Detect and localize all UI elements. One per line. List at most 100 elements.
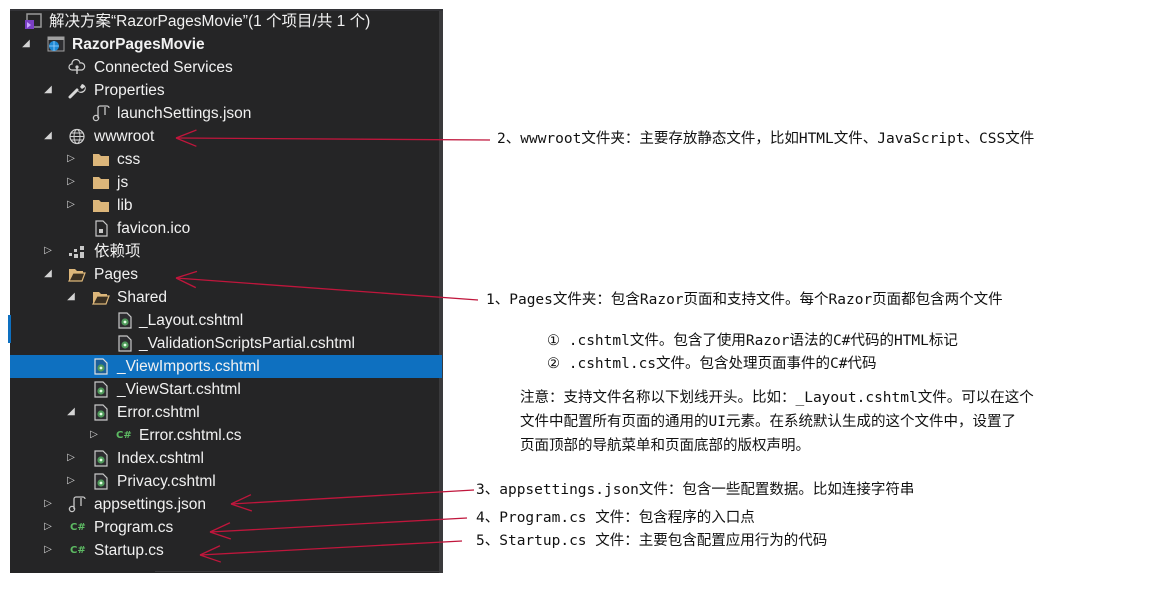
tree-item-label: Program.cs	[94, 519, 174, 536]
tree-item-label: 依赖项	[94, 243, 141, 260]
tree-item-privacy-cshtml[interactable]: ▷ Privacy.cshtml	[10, 470, 439, 493]
expanded-arrow-icon[interactable]: ◢	[44, 84, 52, 95]
annotation-appsettings: 3、appsettings.json文件：包含一些配置数据。比如连接字符串	[476, 482, 915, 498]
expanded-arrow-icon[interactable]: ◢	[22, 38, 30, 49]
tree-item-label: _ViewImports.cshtml	[117, 358, 260, 375]
tree-item-label: wwwroot	[94, 128, 155, 145]
vertical-scrollbar[interactable]	[439, 11, 443, 573]
tree-item-label: css	[117, 151, 141, 168]
expanded-arrow-icon[interactable]: ◢	[67, 291, 75, 302]
tree-item-project[interactable]: ◢ RazorPagesMovie	[10, 33, 439, 56]
tree-item-label: Startup.cs	[94, 542, 164, 559]
annotation-note-line-3: 页面顶部的导航菜单和页面底部的版权声明。	[520, 438, 810, 454]
json-settings-icon	[92, 105, 110, 122]
razor-file-icon	[92, 381, 110, 398]
tree-item-label: RazorPagesMovie	[72, 36, 205, 53]
annotation-note-line-2: 文件中配置所有页面的通用的UI元素。在系统默认生成的这个文件中，设置了	[520, 414, 1016, 430]
web-project-icon	[47, 36, 65, 53]
razor-file-icon	[92, 450, 110, 467]
json-settings-icon	[68, 496, 86, 513]
collapsed-arrow-icon[interactable]: ▷	[44, 245, 52, 256]
tree-item-viewimports-cshtml[interactable]: _ViewImports.cshtml	[10, 355, 442, 378]
tree-item-dependencies[interactable]: ▷ 依赖项	[10, 240, 439, 263]
tree-item-label: Privacy.cshtml	[117, 473, 216, 490]
tree-item-label: _Layout.cshtml	[139, 312, 244, 329]
wrench-icon	[68, 82, 86, 99]
collapsed-arrow-icon[interactable]: ▷	[67, 475, 75, 486]
tree-item-label: lib	[117, 197, 133, 214]
tree-item-connected-services[interactable]: Connected Services	[10, 56, 439, 79]
tree-item-lib[interactable]: ▷ lib	[10, 194, 439, 217]
tree-item-label: js	[117, 174, 129, 191]
tree-item-launchsettings[interactable]: launchSettings.json	[10, 102, 439, 125]
razor-file-icon	[92, 358, 110, 375]
collapsed-arrow-icon[interactable]: ▷	[67, 452, 75, 463]
annotation-startup: 5、Startup.cs 文件：主要包含配置应用行为的代码	[476, 533, 828, 549]
tree-item-label: Error.cshtml.cs	[139, 427, 242, 444]
annotation-pages-item-2: ② .cshtml.cs文件。包含处理页面事件的C#代码	[547, 356, 877, 372]
folder-open-icon	[92, 289, 110, 306]
tree-item-label: Index.cshtml	[117, 450, 205, 467]
tree-item-validation-scripts-partial[interactable]: _ValidationScriptsPartial.cshtml	[10, 332, 439, 355]
tree-item-label: favicon.ico	[117, 220, 191, 237]
tree-item-index-cshtml[interactable]: ▷ Index.cshtml	[10, 447, 439, 470]
collapsed-arrow-icon[interactable]: ▷	[67, 176, 75, 187]
tree-item-program-cs[interactable]: ▷ C# Program.cs	[10, 516, 439, 539]
annotation-pages-item-1: ① .cshtml文件。包含了使用Razor语法的C#代码的HTML标记	[547, 333, 958, 349]
tree-item-label: Shared	[117, 289, 167, 306]
tree-item-label: Pages	[94, 266, 138, 283]
tree-item-shared[interactable]: ◢ Shared	[10, 286, 439, 309]
collapsed-arrow-icon[interactable]: ▷	[44, 544, 52, 555]
dependencies-icon	[68, 243, 86, 260]
expanded-arrow-icon[interactable]: ◢	[67, 406, 75, 417]
csharp-file-icon: C#	[116, 430, 132, 441]
folder-icon	[92, 174, 110, 191]
collapsed-arrow-icon[interactable]: ▷	[67, 199, 75, 210]
globe-icon	[68, 128, 86, 145]
folder-open-icon	[68, 266, 86, 283]
tree-item-label: _ValidationScriptsPartial.cshtml	[139, 335, 355, 352]
annotation-note-line-1: 注意：支持文件名称以下划线开头。比如：_Layout.cshtml文件。可以在这…	[520, 390, 1034, 406]
collapsed-arrow-icon[interactable]: ▷	[90, 429, 98, 440]
csharp-file-icon: C#	[70, 522, 86, 533]
tree-item-label: launchSettings.json	[117, 105, 252, 122]
razor-file-icon	[116, 335, 134, 352]
annotation-pages: 1、Pages文件夹：包含Razor页面和支持文件。每个Razor页面都包含两个…	[486, 292, 1003, 308]
tree-item-label: Error.cshtml	[117, 404, 200, 421]
folder-icon	[92, 151, 110, 168]
tree-item-label: _ViewStart.cshtml	[117, 381, 241, 398]
tree-item-wwwroot[interactable]: ◢ wwwroot	[10, 125, 439, 148]
tree-item-solution[interactable]: 解决方案“RazorPagesMovie”(1 个项目/共 1 个)	[10, 10, 439, 33]
tree-item-properties[interactable]: ◢ Properties	[10, 79, 439, 102]
collapsed-arrow-icon[interactable]: ▷	[44, 521, 52, 532]
collapsed-arrow-icon[interactable]: ▷	[44, 498, 52, 509]
tree-item-viewstart-cshtml[interactable]: _ViewStart.cshtml	[10, 378, 439, 401]
csharp-file-icon: C#	[70, 545, 86, 556]
tree-item-error-cshtml[interactable]: ◢ Error.cshtml	[10, 401, 439, 424]
tree-item-pages[interactable]: ◢ Pages	[10, 263, 439, 286]
tree-item-label: appsettings.json	[94, 496, 207, 513]
annotation-program: 4、Program.cs 文件：包含程序的入口点	[476, 510, 755, 526]
tree-item-startup-cs[interactable]: ▷ C# Startup.cs	[10, 539, 439, 562]
tree-item-appsettings-json[interactable]: ▷ appsettings.json	[10, 493, 439, 516]
file-icon	[92, 220, 110, 237]
panel-bottom-divider	[155, 571, 443, 572]
tree-item-js[interactable]: ▷ js	[10, 171, 439, 194]
razor-file-icon	[116, 312, 134, 329]
solution-icon	[24, 13, 42, 30]
tree-item-layout-cshtml[interactable]: _Layout.cshtml	[10, 309, 439, 332]
folder-icon	[92, 197, 110, 214]
razor-file-icon	[92, 404, 110, 421]
connected-services-icon	[68, 58, 86, 76]
collapsed-arrow-icon[interactable]: ▷	[67, 153, 75, 164]
annotation-wwwroot: 2、wwwroot文件夹：主要存放静态文件，比如HTML文件、JavaScrip…	[497, 131, 1035, 147]
tree-item-favicon[interactable]: favicon.ico	[10, 217, 439, 240]
tree-item-css[interactable]: ▷ css	[10, 148, 439, 171]
tree-item-label: Properties	[94, 82, 165, 99]
tree-item-label: 解决方案“RazorPagesMovie”(1 个项目/共 1 个)	[49, 13, 371, 30]
expanded-arrow-icon[interactable]: ◢	[44, 130, 52, 141]
razor-file-icon	[92, 473, 110, 490]
tree-item-label: Connected Services	[94, 59, 233, 76]
expanded-arrow-icon[interactable]: ◢	[44, 268, 52, 279]
tree-item-error-cshtml-cs[interactable]: ▷ C# Error.cshtml.cs	[10, 424, 439, 447]
